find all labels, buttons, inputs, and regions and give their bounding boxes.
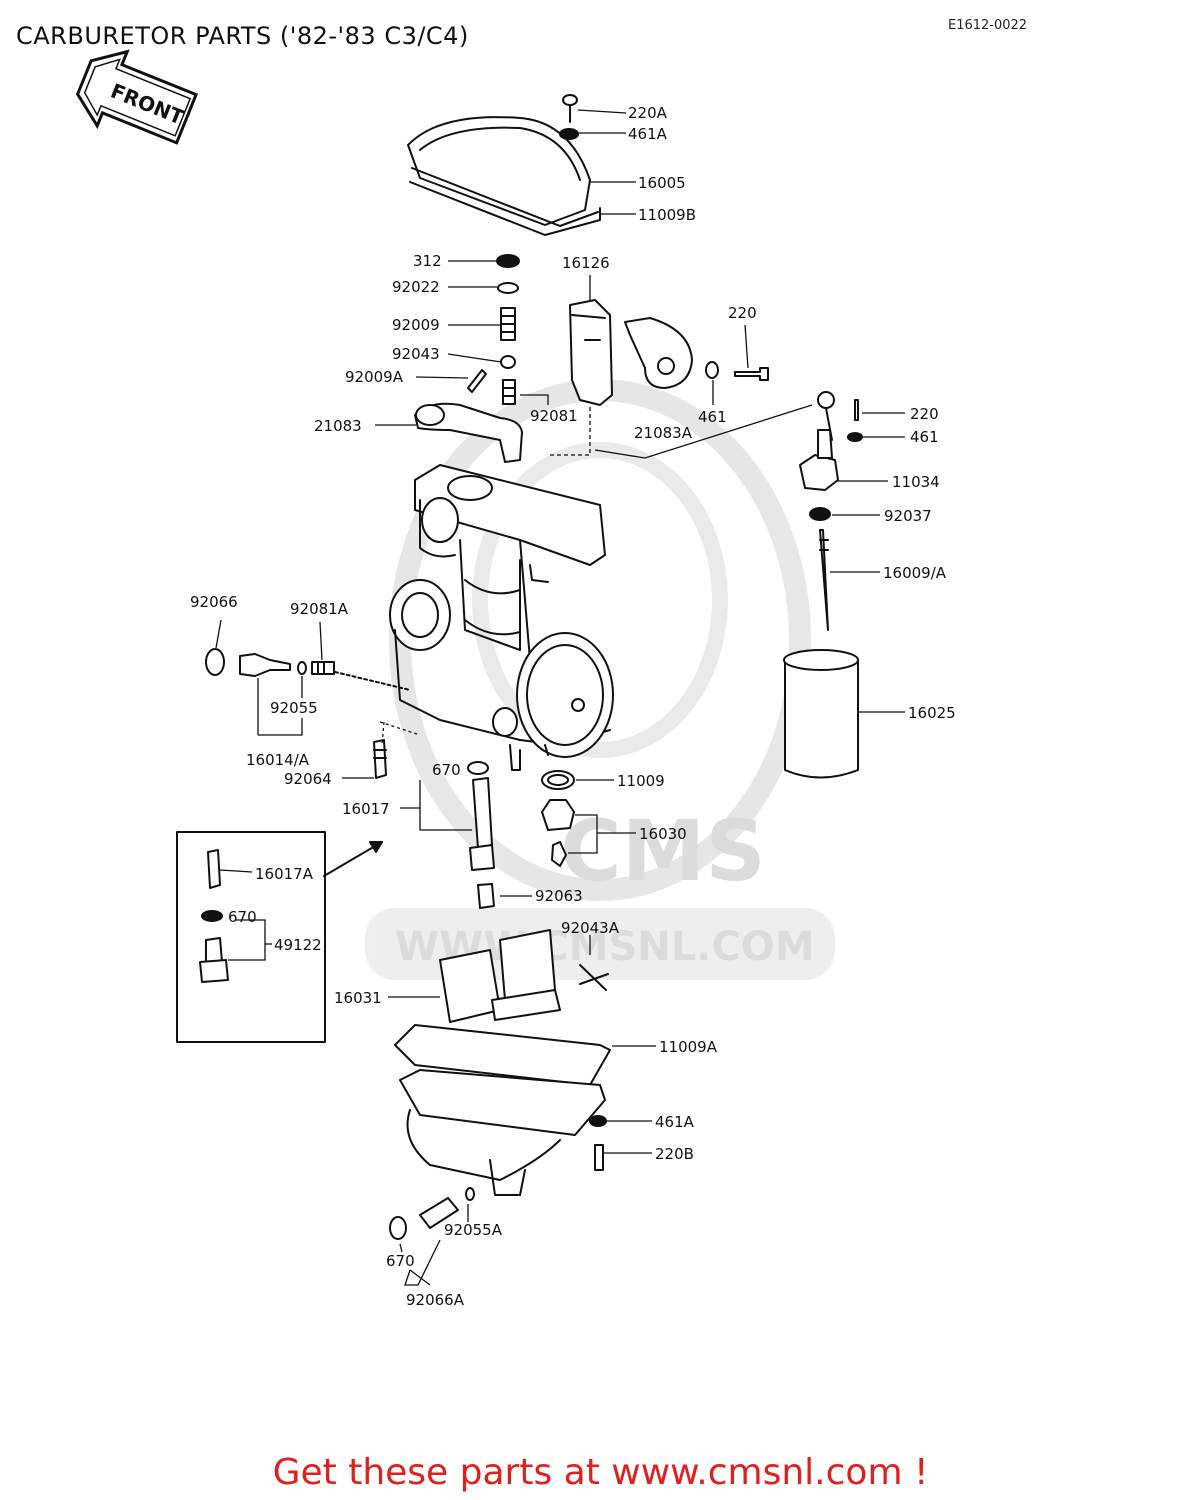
part-label-16126: 16126 bbox=[562, 254, 610, 272]
part-label-92009A: 92009A bbox=[345, 368, 404, 386]
part-label-220-right: 220 bbox=[910, 405, 939, 423]
drain-parts bbox=[389, 964, 607, 1240]
part-label-49122: 49122 bbox=[274, 936, 322, 954]
part-label-220B: 220B bbox=[655, 1145, 694, 1163]
part-label-220-top: 220 bbox=[728, 304, 757, 322]
float-bowl-part bbox=[394, 929, 611, 1196]
throttle-slide-16025-part bbox=[783, 649, 859, 779]
part-label-312: 312 bbox=[413, 252, 442, 270]
footer-cta-link[interactable]: Get these parts at www.cmsnl.com ! bbox=[272, 1452, 929, 1493]
jet-needle-stack bbox=[467, 254, 520, 405]
part-label-11009B: 11009B bbox=[638, 206, 696, 224]
part-label-11034: 11034 bbox=[892, 473, 940, 491]
part-label-11009A: 11009A bbox=[659, 1038, 718, 1056]
part-label-461A: 461A bbox=[628, 125, 668, 143]
screw-220A-part bbox=[559, 94, 579, 140]
part-label-670-top: 670 bbox=[432, 761, 461, 779]
part-label-16031: 16031 bbox=[334, 989, 382, 1007]
lever-21083A-part bbox=[624, 317, 693, 389]
part-label-16025: 16025 bbox=[908, 704, 956, 722]
part-label-220A: 220A bbox=[628, 104, 668, 122]
part-label-92043A: 92043A bbox=[561, 919, 620, 937]
part-label-461-top: 461 bbox=[698, 408, 727, 426]
part-label-461A-bottom: 461A bbox=[655, 1113, 695, 1131]
part-label-92009: 92009 bbox=[392, 316, 440, 334]
part-label-92022: 92022 bbox=[392, 278, 440, 296]
watermark-logo: CMS bbox=[560, 802, 766, 900]
part-label-461-right: 461 bbox=[910, 428, 939, 446]
needle-holder-11034-part bbox=[799, 391, 863, 631]
float-valve-parts bbox=[541, 770, 575, 867]
part-label-11009: 11009 bbox=[617, 772, 665, 790]
screw-220-part bbox=[705, 361, 769, 381]
part-label-16014A: 16014/A bbox=[246, 751, 310, 769]
page-title: CARBURETOR PARTS ('82-'83 C3/C4) bbox=[16, 22, 469, 50]
part-label-670-bottom: 670 bbox=[386, 1252, 415, 1270]
emulsion-parts bbox=[373, 739, 495, 909]
part-label-670-inset: 670 bbox=[228, 908, 257, 926]
part-label-16005: 16005 bbox=[638, 174, 686, 192]
part-label-16017A: 16017A bbox=[255, 865, 314, 883]
part-label-21083: 21083 bbox=[314, 417, 362, 435]
leader-lines bbox=[215, 109, 905, 1286]
part-label-92066A: 92066A bbox=[406, 1291, 465, 1309]
part-label-92055: 92055 bbox=[270, 699, 318, 717]
diagram-code: E1612-0022 bbox=[948, 18, 1028, 33]
bracket-16126-part bbox=[569, 299, 613, 406]
part-label-16030: 16030 bbox=[639, 825, 687, 843]
part-label-21083A: 21083A bbox=[634, 424, 693, 442]
inset-box bbox=[176, 831, 383, 1043]
part-label-92037: 92037 bbox=[884, 507, 932, 525]
part-label-92066: 92066 bbox=[190, 593, 238, 611]
part-label-92064: 92064 bbox=[284, 770, 332, 788]
part-label-92043: 92043 bbox=[392, 345, 440, 363]
part-label-92081A: 92081A bbox=[290, 600, 349, 618]
part-label-16017: 16017 bbox=[342, 800, 390, 818]
lever-21083-part bbox=[414, 402, 523, 463]
part-label-16009A: 16009/A bbox=[883, 564, 947, 582]
part-label-92063: 92063 bbox=[535, 887, 583, 905]
front-arrow: FRONT bbox=[75, 49, 199, 145]
part-label-92055A: 92055A bbox=[444, 1221, 503, 1239]
carburetor-exploded-diagram: CMS WWW.CMSNL.COM FRONT bbox=[75, 49, 956, 1309]
carburetor-body-part bbox=[389, 464, 614, 771]
part-labels: 220A 461A 16005 11009B 312 92022 16126 9… bbox=[190, 104, 956, 1309]
part-label-92081: 92081 bbox=[530, 407, 578, 425]
air-screw-parts bbox=[205, 648, 411, 691]
